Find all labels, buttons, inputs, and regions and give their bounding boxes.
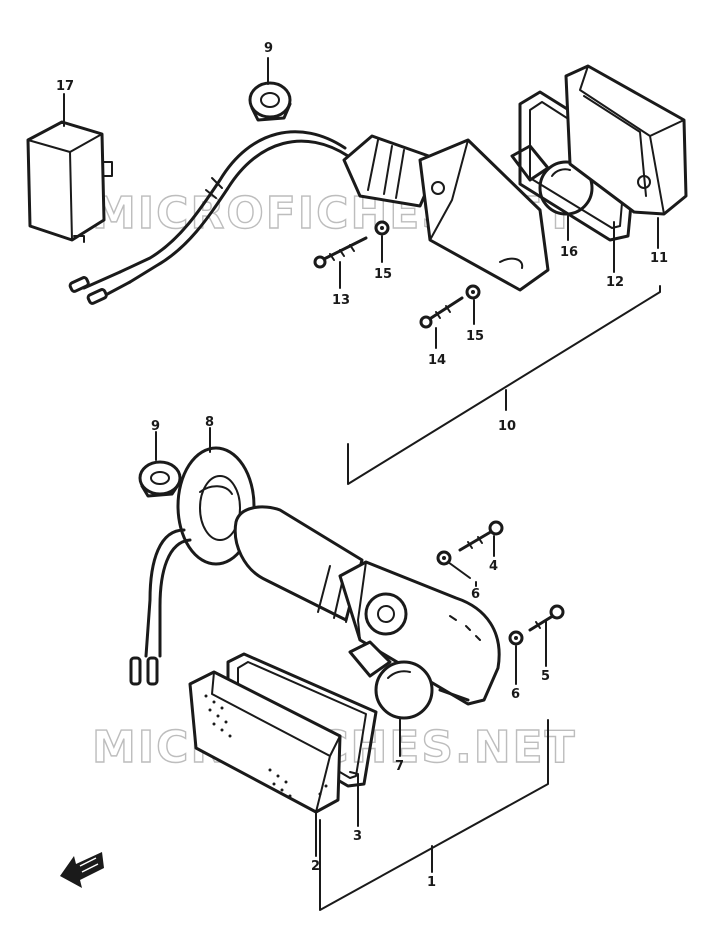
callout-9-bottom: 9 bbox=[151, 419, 160, 434]
part-4-screw bbox=[458, 520, 504, 552]
part-6-washer-upper bbox=[436, 550, 452, 566]
bottom-wire-pair bbox=[129, 528, 192, 686]
callout-1: 1 bbox=[427, 875, 436, 890]
callout-8: 8 bbox=[205, 415, 214, 430]
bracket-part-10 bbox=[347, 285, 661, 485]
part-2-lens-bottom bbox=[188, 670, 342, 814]
callout-2: 2 bbox=[311, 859, 320, 874]
part-15-washer-top-left bbox=[374, 220, 390, 236]
callout-16: 16 bbox=[560, 245, 578, 260]
callout-3: 3 bbox=[353, 829, 362, 844]
part-7-bulb-bottom bbox=[348, 640, 434, 720]
callout-7: 7 bbox=[395, 759, 404, 774]
callout-6-upper: 6 bbox=[471, 587, 480, 602]
leader-6-upper bbox=[447, 561, 471, 579]
part-17-flasher-relay bbox=[26, 120, 113, 243]
forward-direction-arrow-icon bbox=[60, 852, 104, 888]
part-6-washer-lower bbox=[508, 630, 524, 646]
callout-15-top-right: 15 bbox=[466, 329, 484, 344]
callout-17: 17 bbox=[56, 79, 74, 94]
callout-4: 4 bbox=[489, 559, 498, 574]
part-12-gasket-top bbox=[518, 90, 638, 242]
leader-lines bbox=[63, 57, 659, 873]
bottom-turn-signal-stalk bbox=[233, 505, 501, 706]
callout-12: 12 bbox=[606, 275, 624, 290]
part-9-grommet-top bbox=[248, 81, 292, 122]
part-11-lens-top bbox=[564, 64, 688, 216]
callout-14: 14 bbox=[428, 353, 446, 368]
part-14-screw-top-right bbox=[419, 296, 464, 329]
callout-15-top-left: 15 bbox=[374, 267, 392, 282]
callout-6-lower: 6 bbox=[511, 687, 520, 702]
bracket-part-1 bbox=[319, 719, 549, 911]
callout-5: 5 bbox=[541, 669, 550, 684]
part-9-grommet-bottom bbox=[138, 460, 182, 498]
top-wire-harness bbox=[68, 130, 350, 305]
callout-13: 13 bbox=[332, 293, 350, 308]
part-5-screw bbox=[528, 604, 565, 632]
callout-9-top: 9 bbox=[264, 41, 273, 56]
top-turn-signal-housing bbox=[342, 134, 550, 292]
callout-11: 11 bbox=[650, 251, 668, 266]
part-15-washer-top-right bbox=[465, 284, 481, 300]
callout-10: 10 bbox=[498, 419, 516, 434]
part-13-screw-top-left bbox=[313, 236, 368, 269]
